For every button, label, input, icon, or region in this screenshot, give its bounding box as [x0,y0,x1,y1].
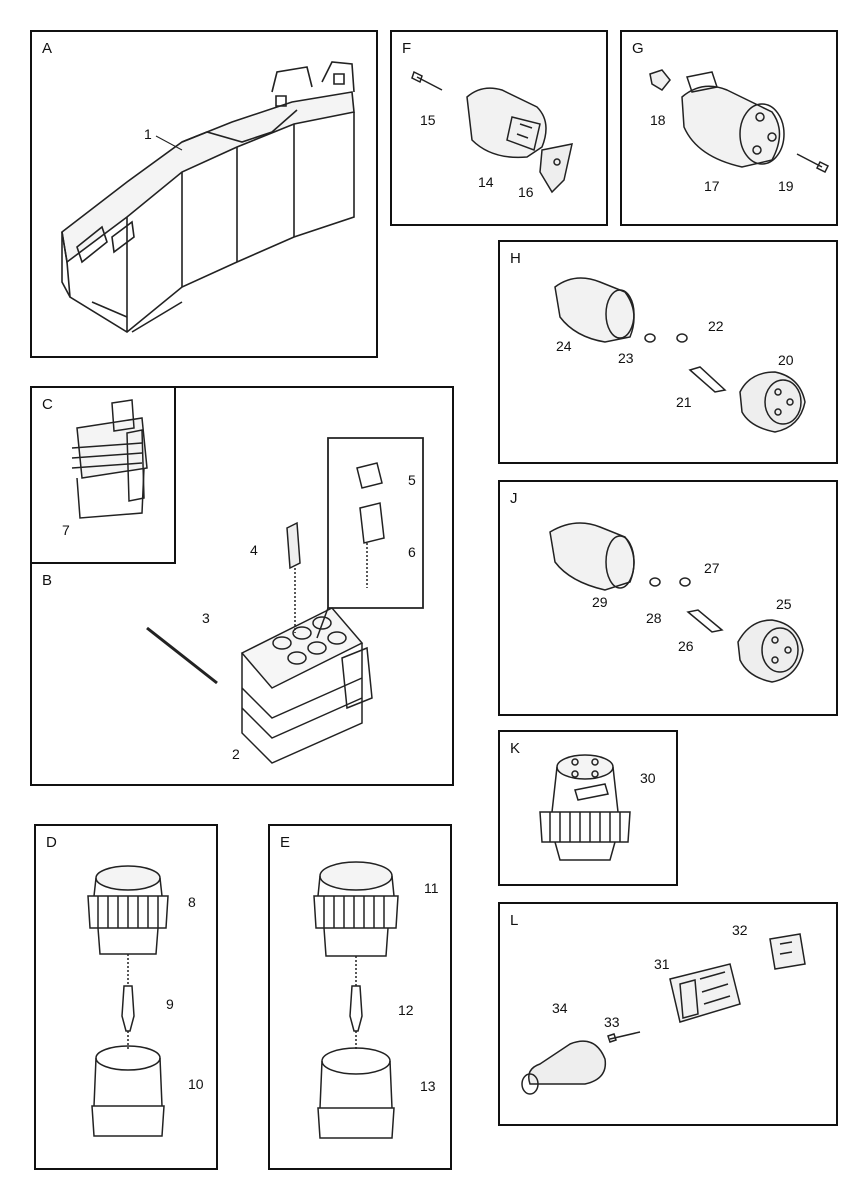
callout-25: 25 [776,596,792,612]
callout-32: 32 [732,922,748,938]
callout-31: 31 [654,956,670,972]
panel-j: J 29 28 27 25 26 [498,480,838,716]
callout-26: 26 [678,638,694,654]
callout-27: 27 [704,560,720,576]
panel-h: H 24 23 22 20 21 [498,240,838,464]
callout-15: 15 [420,112,436,128]
connector-k-illustration [500,732,680,888]
connector-l-illustration [500,904,840,1128]
callout-10: 10 [188,1076,204,1092]
panel-g: G 18 17 19 [620,30,838,226]
leader-line-1 [32,32,380,360]
panel-label-g: G [632,40,644,57]
harness-conduit-illustration [32,32,380,360]
panel-c: C 7 [30,386,176,564]
callout-4: 4 [250,542,258,558]
callout-24: 24 [556,338,572,354]
panel-a: A 1 [30,30,378,358]
callout-30: 30 [640,770,656,786]
callout-14: 14 [478,174,494,190]
panel-label-d: D [46,834,57,851]
callout-29: 29 [592,594,608,610]
panel-label-c: C [42,396,53,413]
callout-1: 1 [144,126,152,142]
callout-34: 34 [552,1000,568,1016]
callout-5: 5 [408,472,416,488]
callout-21: 21 [676,394,692,410]
connector-g-illustration [622,32,840,228]
callout-19: 19 [778,178,794,194]
callout-7: 7 [62,522,70,538]
callout-23: 23 [618,350,634,366]
callout-13: 13 [420,1078,436,1094]
panel-l: L 32 31 34 33 [498,902,838,1126]
panel-label-j: J [510,490,518,507]
panel-k: K 30 [498,730,678,886]
panel-label-a: A [42,40,53,57]
panel-label-f: F [402,40,412,57]
panel-label-e: E [280,834,291,851]
callout-12: 12 [398,1002,414,1018]
terminal-block-c-illustration [32,388,178,566]
callout-28: 28 [646,610,662,626]
callout-22: 22 [708,318,724,334]
callout-17: 17 [704,178,720,194]
panel-label-l: L [510,912,519,929]
connector-j-illustration [500,482,840,718]
panel-label-h: H [510,250,521,267]
panel-label-b: B [42,572,53,589]
callout-16: 16 [518,184,534,200]
callout-33: 33 [604,1014,620,1030]
connector-f-illustration [392,32,610,228]
callout-8: 8 [188,894,196,910]
callout-2: 2 [232,746,240,762]
callout-11: 11 [424,880,439,896]
callout-6: 6 [408,544,416,560]
panel-label-k: K [510,740,521,757]
connector-h-illustration [500,242,840,466]
callout-18: 18 [650,112,666,128]
panel-d: D 8 9 10 [34,824,218,1170]
panel-e: E 11 12 13 [268,824,452,1170]
terminal-block-illustration [32,388,456,788]
callout-9: 9 [166,996,174,1012]
callout-3: 3 [202,610,210,626]
callout-20: 20 [778,352,794,368]
connector-e-illustration [270,826,454,1172]
panel-f: F 15 14 16 [390,30,608,226]
connector-d-illustration [36,826,220,1172]
